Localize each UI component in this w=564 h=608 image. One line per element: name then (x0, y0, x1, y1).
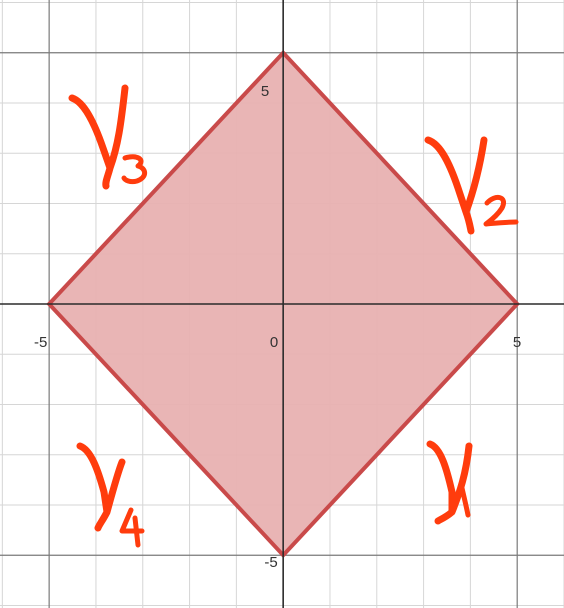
y-tick-label-neg5: -5 (264, 554, 277, 571)
gamma-4-label (76, 442, 145, 548)
gamma-3-label (68, 84, 148, 190)
y-tick-label-5: 5 (261, 83, 269, 100)
gamma-1-label (426, 440, 473, 525)
x-tick-label-neg5: -5 (34, 334, 47, 351)
gamma-2-label (424, 136, 519, 235)
origin-tick-label: 0 (270, 334, 278, 351)
x-tick-label-5: 5 (513, 334, 521, 351)
